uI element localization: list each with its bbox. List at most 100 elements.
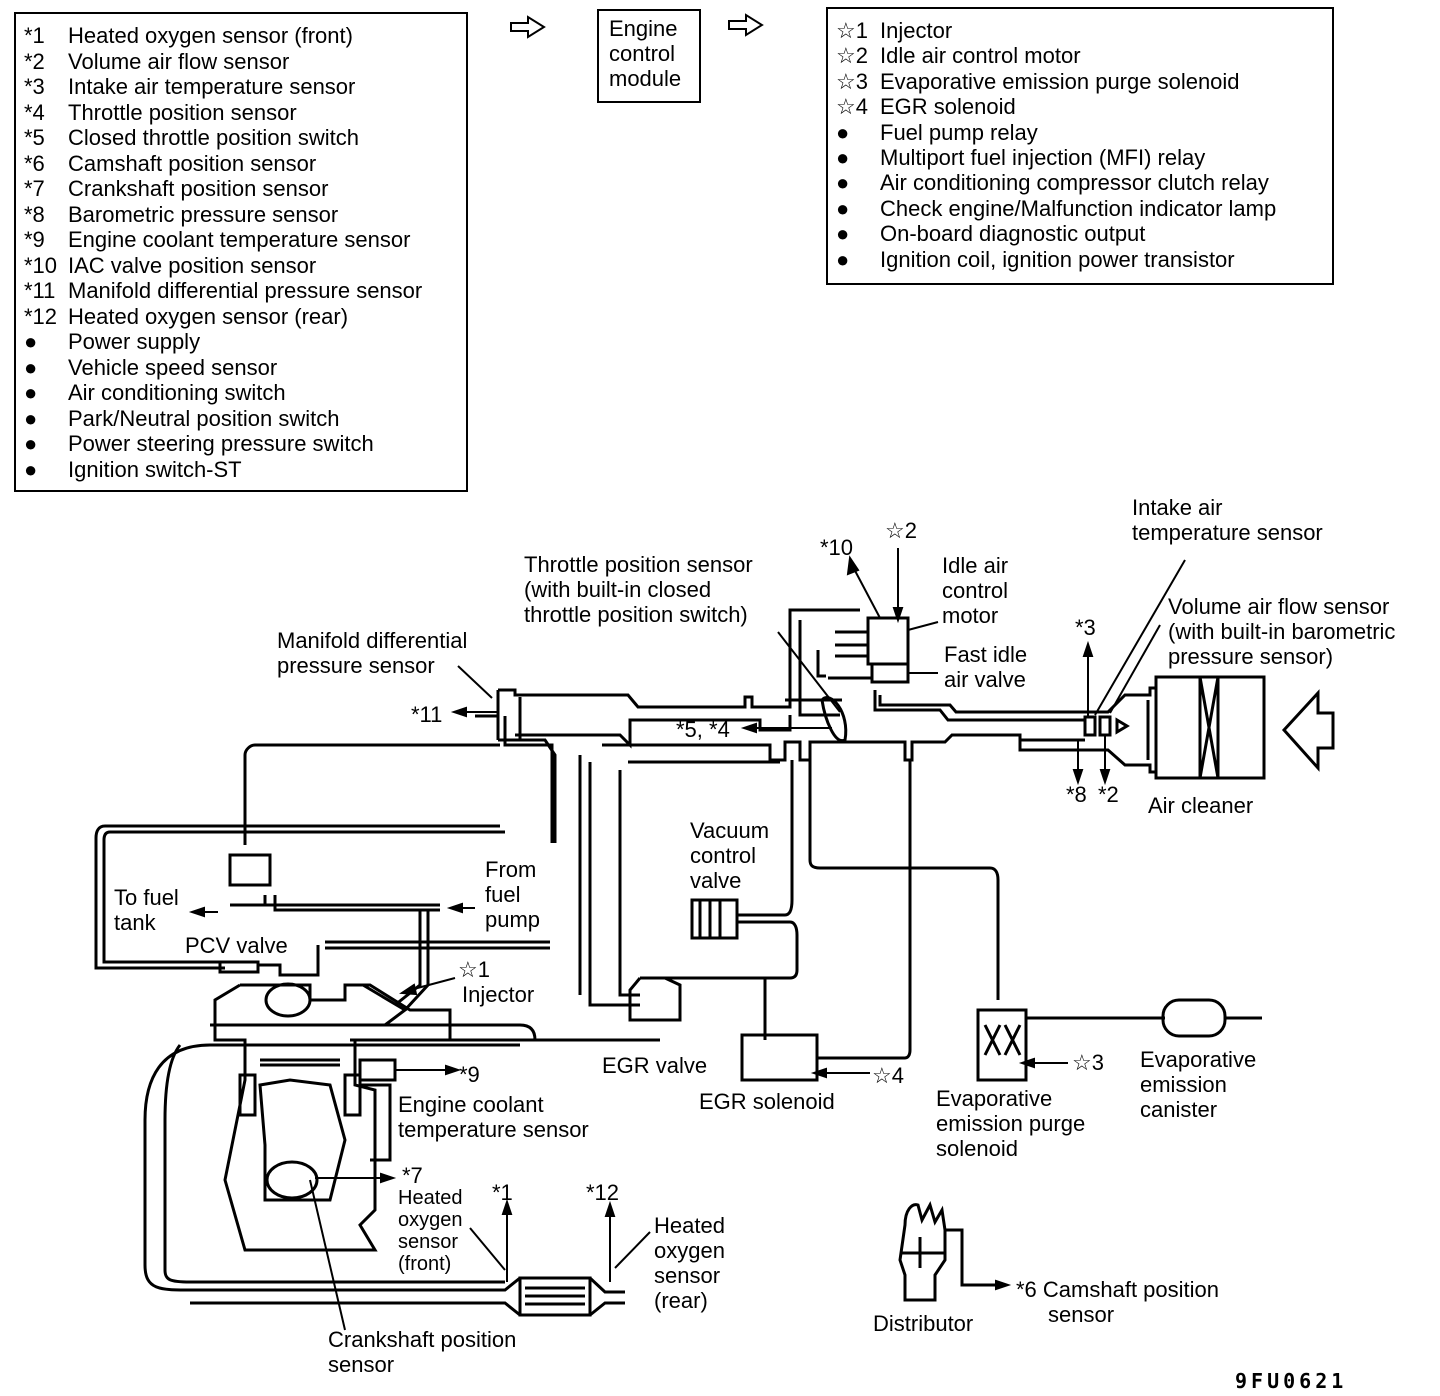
item-marker: *6 [24,150,45,176]
egr-system [628,760,1000,1082]
item-marker: *10 [24,252,58,278]
label-idle-air-control-motor-line: Idle air [942,553,1009,578]
intake-manifold [475,608,1085,1007]
ecm-line3: module [609,66,682,91]
label-egr-solenoid: EGR solenoid [699,1089,835,1114]
label-ref-11: *11 [411,702,443,727]
list-item: ● Park/Neutral position switch [24,406,339,432]
item-label: Evaporative emission purge solenoid [880,68,1240,94]
item-marker: ☆3 [836,68,868,94]
label-volume-air-flow-sensor-line: (with built-in barometric [1168,619,1396,644]
list-item: ●Multiport fuel injection (MFI) relay [836,145,1205,171]
item-marker: *8 [24,201,45,227]
label-to-fuel-tank-line: tank [114,910,156,935]
item-label: Heated oxygen sensor (rear) [68,303,349,329]
label-evap-purge-solenoid-line: solenoid [936,1136,1018,1161]
label-from-fuel-pump-line: fuel [485,882,521,907]
figure-code: 9FU0621 [1235,1369,1348,1393]
item-label: Heated oxygen sensor (front) [68,23,353,48]
label-heated-oxygen-sensor-front-line: sensor [398,1231,459,1253]
item-marker: ● [24,380,38,405]
item-marker: ● [24,354,38,380]
item-label: Camshaft position sensor [68,150,317,176]
label-heated-oxygen-sensor-rear-line: Heated [654,1213,725,1238]
label-to-fuel-tank-line: To fuel [114,885,179,910]
item-label: Power supply [68,329,201,354]
label-idle-air-control-motor-line: motor [942,603,999,628]
item-marker: ● [836,221,850,247]
label-camshaft-position-sensor-line: sensor [1048,1302,1115,1327]
label-from-fuel-pump-line: From [485,857,537,882]
label-heated-oxygen-sensor-rear-line: (rear) [654,1288,708,1313]
item-marker: ● [24,456,38,482]
label-evap-canister-line: emission [1140,1072,1227,1097]
item-label: Manifold differential pressure sensor [68,278,423,303]
item-label: Ignition coil, ignition power transistor [880,246,1235,272]
label-engine-coolant-temperature-sensor-line: Engine coolant [398,1092,544,1117]
item-marker: *3 [24,74,45,99]
item-label: EGR solenoid [880,94,1016,120]
item-label: Park/Neutral position switch [68,405,340,431]
label-ref-star-2: ☆2 [885,518,917,543]
item-marker: *9 [24,227,45,252]
label-ref-10: *10 [820,535,854,560]
label-ref-star-3: ☆3 [1072,1050,1104,1075]
item-marker: ● [836,119,850,145]
label-from-fuel-pump-line: pump [485,907,541,932]
label-evap-purge-solenoid-line: emission purge [936,1111,1086,1136]
item-marker: ● [24,405,38,431]
label-intake-air-temperature-sensor-line: temperature sensor [1132,520,1323,545]
item-marker: *5 [24,125,45,150]
item-label: Fuel pump relay [880,119,1038,145]
item-marker: ● [836,246,850,272]
label-injector: Injector [462,982,535,1007]
label-manifold-differential-pressure-sensor-line: Manifold differential [277,628,468,653]
item-marker: *12 [24,303,58,329]
engine-control-module: Engine control module [597,9,701,103]
leader-lines [450,548,1186,786]
fuel-arrows [188,902,475,996]
item-marker: *7 [24,176,45,201]
label-evap-canister-line: Evaporative [1140,1047,1257,1072]
label-throttle-position-sensor-line: Throttle position sensor [524,552,753,577]
label-heated-oxygen-sensor-front-line: oxygen [398,1209,463,1231]
label-ref-star-4: ☆4 [872,1063,904,1088]
label-ref-3: *3 [1075,615,1096,640]
distributor-arrow [995,1279,1012,1291]
label-manifold-differential-pressure-sensor-line: pressure sensor [277,653,435,678]
item-label: Volume air flow sensor [68,48,290,74]
list-item: *9 Engine coolant temperature sensor [24,227,410,253]
label-distributor: Distributor [873,1311,974,1336]
item-marker: ☆4 [836,94,868,120]
item-label: Engine coolant temperature sensor [68,227,411,252]
label-evap-canister-line: canister [1140,1097,1218,1122]
item-marker: ● [836,170,850,196]
label-ref-9: *9 [459,1062,480,1087]
item-marker: ● [24,329,38,354]
label-ref-12: *12 [586,1180,620,1205]
item-label: On-board diagnostic output [880,221,1146,247]
label-evap-purge-solenoid-line: Evaporative [936,1086,1053,1111]
label-camshaft-position-sensor-line: *6 Camshaft position [1016,1277,1219,1302]
list-item: ● Air conditioning compressor clutch rela… [836,170,1269,196]
item-label: Air conditioning compressor clutch relay [880,170,1269,196]
item-marker: *4 [24,99,45,125]
oxygen-sensor-arrows [469,1198,651,1282]
list-item: ● Ignition coil, ignition power transisto… [836,247,1235,273]
item-label: Multiport fuel injection (MFI) relay [880,145,1206,170]
label-volume-air-flow-sensor-line: Volume air flow sensor [1168,594,1390,619]
exhaust-pipe [143,1043,625,1317]
distributor [898,1201,1000,1302]
label-idle-air-control-motor-line: control [942,578,1009,603]
label-ref-star-1: ☆1 [458,957,490,982]
